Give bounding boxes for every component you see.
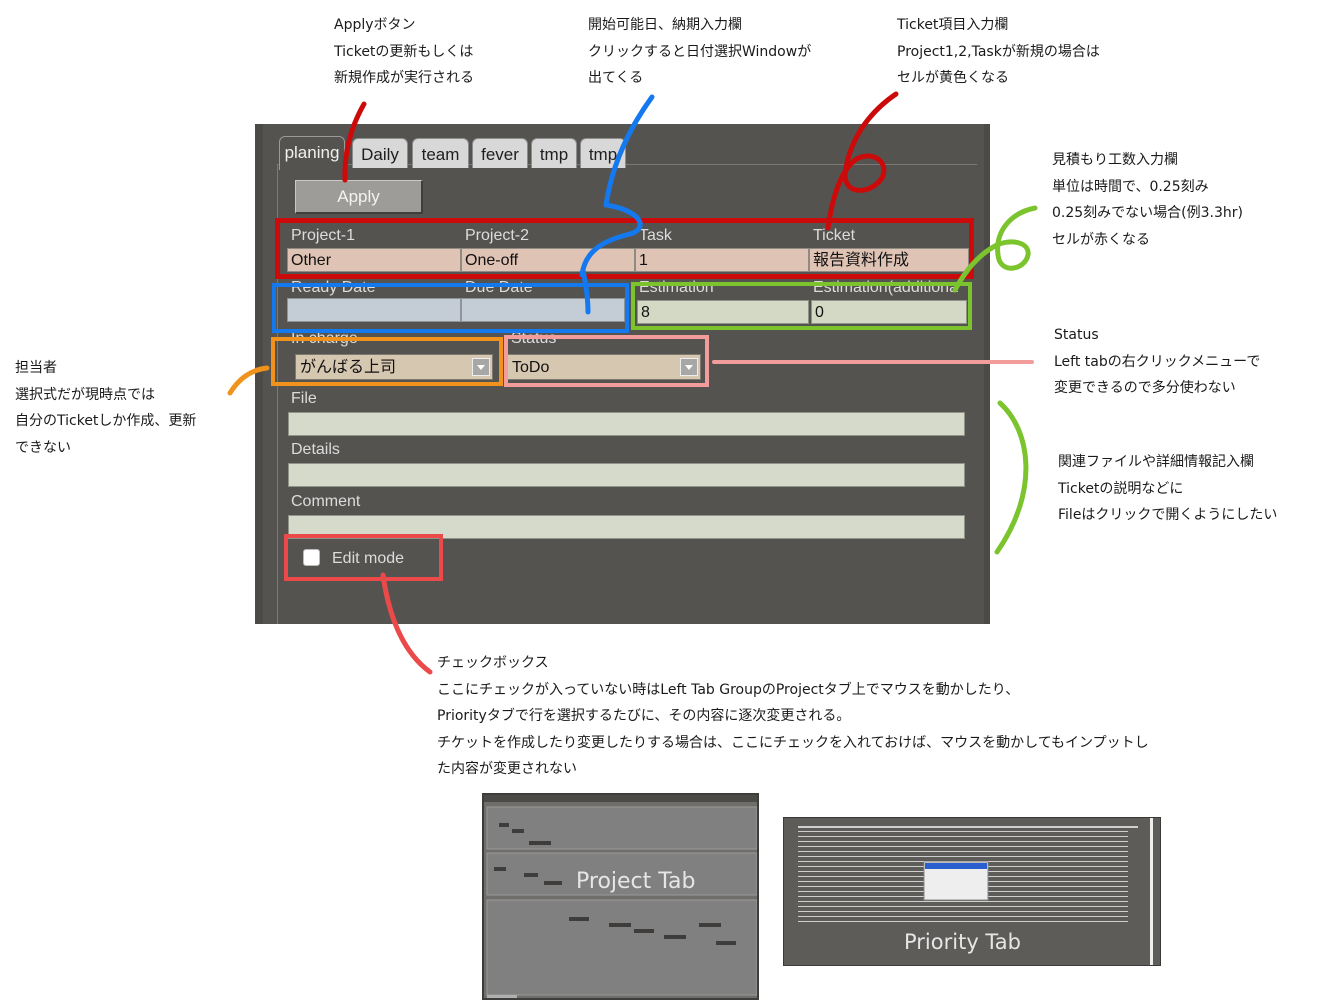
comment-label: Comment	[291, 493, 361, 510]
project1-field[interactable]: Other	[287, 248, 461, 272]
tab-tmp[interactable]: tmp	[531, 138, 577, 168]
incharge-highlight	[271, 337, 503, 386]
project1-label: Project-1	[291, 227, 356, 244]
editmode-highlight	[284, 534, 443, 581]
tab-fever[interactable]: fever	[472, 138, 528, 168]
edit-mode-label[interactable]: Edit mode	[332, 550, 405, 567]
files-bracket	[994, 400, 1029, 555]
chevron-down-icon[interactable]	[680, 358, 698, 376]
note-ticket: Ticket項目入力欄 Project1,2,Taskが新規の場合は セルが黄色…	[897, 17, 1100, 86]
priority-tab-preview	[798, 818, 1153, 965]
file-label: File	[291, 390, 317, 407]
note-dates: 開始可能日、納期入力欄 クリックすると日付選択Windowが 出てくる	[588, 17, 812, 86]
ready-date-field[interactable]	[287, 298, 461, 322]
estimation-additional-field[interactable]: 0	[811, 300, 967, 324]
estimation-highlight	[631, 282, 972, 330]
priority-tab-title: Priority Tab	[904, 930, 1021, 954]
note-files: 関連ファイルや詳細情報記入欄 Ticketの説明などに Fileはクリックで開く…	[1058, 454, 1278, 523]
note-estimation: 見積もり工数入力欄 単位は時間で、0.25刻み 0.25刻みでない場合(例3.3…	[1052, 152, 1243, 248]
chevron-down-icon[interactable]	[472, 358, 490, 376]
project-tab-thumbnail: Project Tab	[482, 793, 759, 1000]
project-tab-title: Project Tab	[576, 869, 696, 894]
dates-highlight	[272, 283, 629, 333]
note-incharge: 担当者 選択式だが現時点では 自分のTicketしか作成、更新 できない	[15, 360, 197, 456]
tab-team[interactable]: team	[412, 138, 469, 168]
ticket-editor-panel: planing Daily team fever tmp tmp Apply P…	[255, 124, 990, 624]
tab-planing[interactable]: planing	[279, 136, 345, 170]
estimation-field[interactable]: 8	[637, 300, 809, 324]
apply-button[interactable]: Apply	[295, 180, 423, 214]
status-select[interactable]: ToDo	[507, 354, 701, 380]
note-status: Status Left tabの右クリックメニューで 変更できるので多分使わない	[1054, 327, 1261, 396]
incharge-value: がんばる上司	[300, 359, 397, 376]
task-field[interactable]: 1	[635, 248, 809, 272]
details-label: Details	[291, 441, 340, 458]
tab-daily[interactable]: Daily	[352, 138, 408, 168]
file-field[interactable]	[288, 412, 965, 436]
priority-tab-thumbnail: Priority Tab	[783, 817, 1161, 966]
status-highlight	[504, 335, 709, 387]
incharge-select[interactable]: がんばる上司	[295, 354, 493, 380]
note-checkbox: チェックボックス ここにチェックが入っていない時はLeft Tab Groupの…	[437, 655, 1149, 777]
tab-tmp-2[interactable]: tmp	[580, 138, 626, 168]
due-date-field[interactable]	[461, 298, 625, 322]
project-tab-preview	[484, 795, 757, 998]
note-apply: Applyボタン Ticketの更新もしくは 新規作成が実行される	[334, 17, 474, 86]
edit-mode-checkbox[interactable]	[303, 549, 320, 566]
details-field[interactable]	[288, 463, 965, 487]
project2-label: Project-2	[465, 227, 530, 244]
ticket-highlight	[275, 218, 974, 279]
ticket-field[interactable]: 報告資料作成	[809, 248, 969, 272]
ticket-label: Ticket	[813, 227, 856, 244]
status-value: ToDo	[512, 359, 550, 376]
